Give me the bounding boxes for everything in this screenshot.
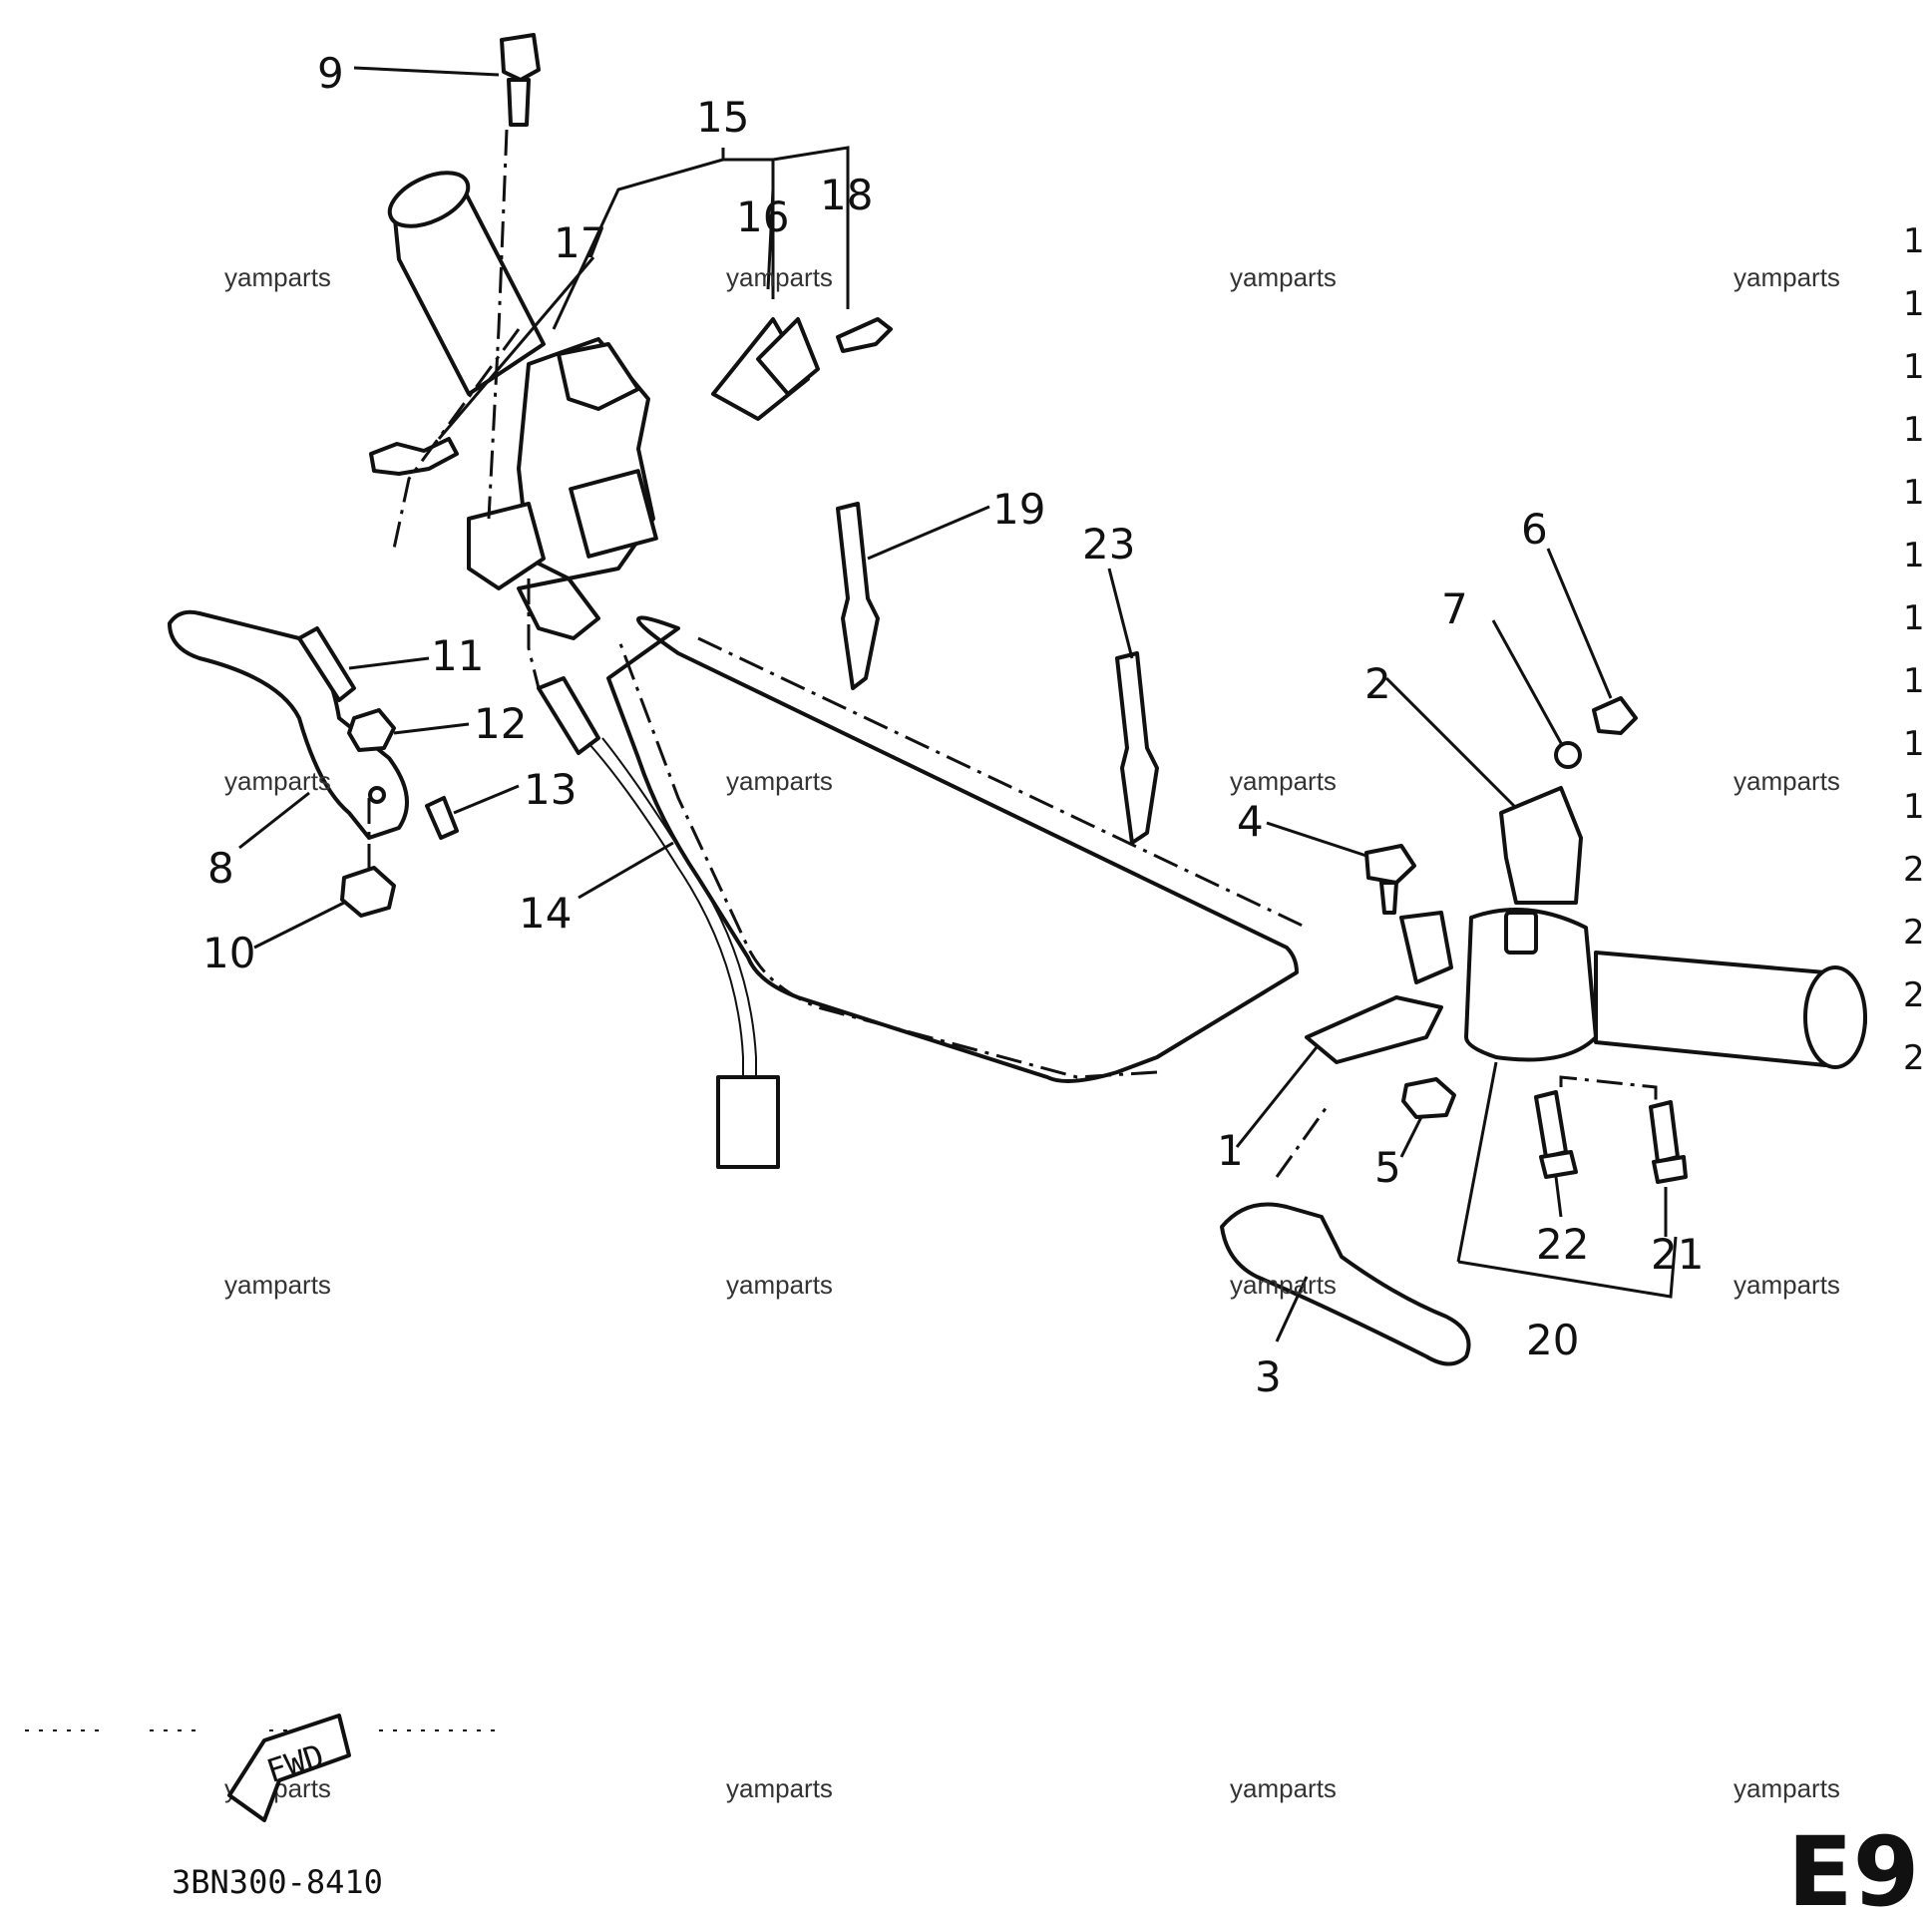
watermark: yamparts [726,1773,833,1803]
watermark: yamparts [726,262,833,292]
watermark: yamparts [1734,1773,1840,1803]
callout-11: 11 [431,631,484,680]
watermarks: yamparts yamparts yamparts yamparts yamp… [224,262,1840,1803]
edge-number: 1 [1903,724,1925,764]
edge-number: 1 [1903,787,1925,827]
watermark: yamparts [726,1270,833,1300]
callout-15: 15 [696,93,749,142]
edge-number: 1 [1903,661,1925,701]
right-throttle-assembly [1220,696,1867,1366]
left-switch-assembly [168,33,893,1169]
callout-5: 5 [1374,1143,1401,1192]
callout-7: 7 [1441,584,1468,633]
watermark: yamparts [1230,1773,1337,1803]
callout-9: 9 [317,49,344,98]
callout-8: 8 [207,844,234,893]
edge-number: 1 [1903,221,1925,261]
section-code: E9 [1787,1816,1919,1916]
callout-14: 14 [519,889,572,938]
left-leader-guides [367,129,541,868]
watermark: yamparts [1734,1270,1840,1300]
edge-number: 1 [1903,598,1925,638]
edge-number: 1 [1903,536,1925,575]
callout-16: 16 [736,192,789,241]
edge-number: 1 [1903,284,1925,324]
edge-number: 2 [1903,1038,1925,1078]
watermark: yamparts [1734,766,1840,796]
callout-3: 3 [1255,1352,1282,1401]
callout-labels: 9 15 16 18 17 19 23 11 12 13 8 10 14 6 7… [202,49,1704,1401]
part-code: 3BN300-8410 [172,1863,383,1901]
watermark: yamparts [1734,262,1840,292]
watermark: yamparts [224,262,331,292]
edge-number: 1 [1903,473,1925,513]
edge-number: 2 [1903,975,1925,1015]
callout-22: 22 [1536,1220,1589,1269]
callout-4: 4 [1237,797,1264,846]
callout-1: 1 [1217,1126,1244,1175]
callout-6: 6 [1521,505,1548,554]
cable-ties [836,502,1159,845]
edge-number: 2 [1903,913,1925,953]
callout-23: 23 [1082,520,1135,569]
edge-index-column: 1 1 1 1 1 1 1 1 1 1 2 2 2 2 [1903,221,1925,1078]
callout-19: 19 [992,485,1045,534]
callout-12: 12 [474,699,527,748]
callout-10: 10 [202,929,255,977]
callout-2: 2 [1364,659,1391,708]
callout-17: 17 [554,218,606,267]
edge-number: 1 [1903,410,1925,450]
watermark: yamparts [726,766,833,796]
watermark: yamparts [224,766,331,796]
watermark: yamparts [1230,766,1337,796]
leader-lines [238,66,1678,1342]
callout-20: 20 [1526,1316,1579,1364]
watermark: yamparts [1230,262,1337,292]
callout-18: 18 [820,171,873,219]
edge-number: 2 [1903,850,1925,890]
watermark: yamparts [224,1270,331,1300]
handlebar [606,615,1308,1083]
callout-13: 13 [524,765,577,814]
callout-21: 21 [1651,1230,1704,1279]
watermark: yamparts [1230,1270,1337,1300]
fwd-arrow: FWD [25,1714,499,1822]
edge-number: 1 [1903,347,1925,387]
